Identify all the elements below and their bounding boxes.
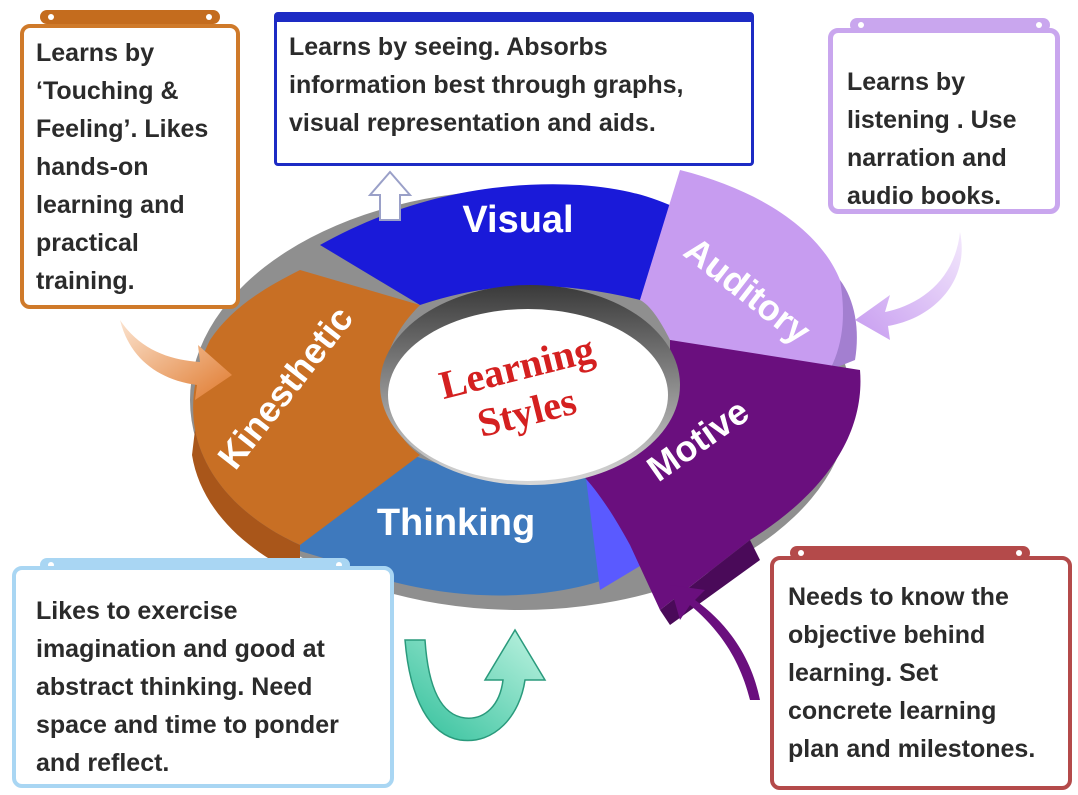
arrow-thinking-icon [404,628,547,742]
note-visual: Learns by seeing. Absorbs information be… [274,12,754,166]
note-visual-text: Learns by seeing. Absorbs information be… [289,33,684,137]
segment-visual [320,184,680,305]
note-auditory-text: Learns by listening . Use narration and … [847,68,1017,210]
note-kinesthetic-clip [40,10,220,24]
segment-motive [560,340,861,610]
segment-auditory [640,170,846,370]
segment-label-thinking: Thinking [377,502,535,544]
note-kinesthetic-text: Learns by ‘Touching & Feeling’. Likes ha… [36,39,209,295]
arrow-kinesthetic-icon [120,320,232,400]
segment-label-visual: Visual [462,199,573,241]
note-motive-text: Needs to know the objective behind learn… [788,583,1036,763]
note-thinking: Likes to exercise imagination and good a… [12,566,394,788]
segment-kinesthetic-shade [192,430,300,575]
inner-center [388,309,668,481]
segment-kinesthetic [193,270,420,545]
note-auditory: Learns by listening . Use narration and … [828,28,1060,214]
note-motive: Needs to know the objective behind learn… [770,556,1072,790]
segment-auditory-shade [830,280,857,370]
arrow-visual-up-icon [367,170,413,221]
arrow-auditory-icon [855,232,962,340]
note-kinesthetic: Learns by ‘Touching & Feeling’. Likes ha… [20,24,240,309]
note-thinking-text: Likes to exercise imagination and good a… [36,597,339,777]
arrow-motive-icon [670,585,760,700]
